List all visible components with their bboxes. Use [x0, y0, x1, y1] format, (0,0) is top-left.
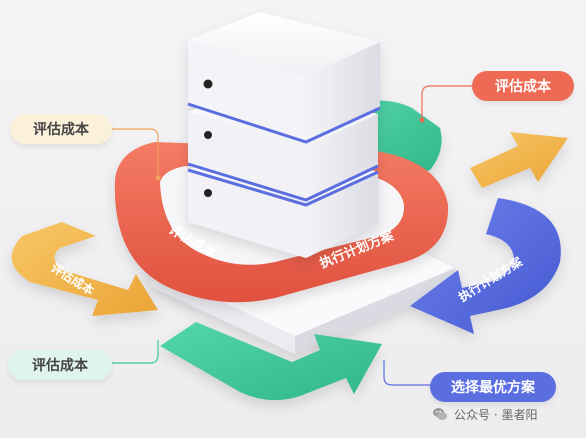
connector-line: [112, 128, 159, 178]
top-left-label-pill: 评估成本: [10, 114, 112, 144]
connector-dot: [419, 117, 425, 123]
top-right-label-pill: 评估成本: [472, 71, 574, 101]
connector-dot: [155, 175, 161, 181]
connector-line: [383, 360, 432, 386]
connector-line: [421, 85, 474, 120]
small-yellow-arrow: [470, 132, 568, 188]
yellow-arrow: [11, 222, 159, 316]
connector-line: [112, 340, 159, 364]
wechat-icon: [433, 408, 447, 420]
server-led: [203, 79, 213, 89]
watermark: 公众号 · 墨者阳: [432, 404, 537, 424]
blue-arrow: [410, 198, 561, 334]
server-stack: [187, 12, 381, 258]
watermark-text: 公众号 · 墨者阳: [454, 407, 538, 422]
mint-arrow: [160, 322, 382, 401]
server-led: [204, 131, 212, 139]
bottom-left-label-pill: 评估成本: [8, 350, 112, 380]
bottom-right-label-pill: 选择最优方案: [430, 372, 556, 402]
server-led: [204, 189, 212, 197]
